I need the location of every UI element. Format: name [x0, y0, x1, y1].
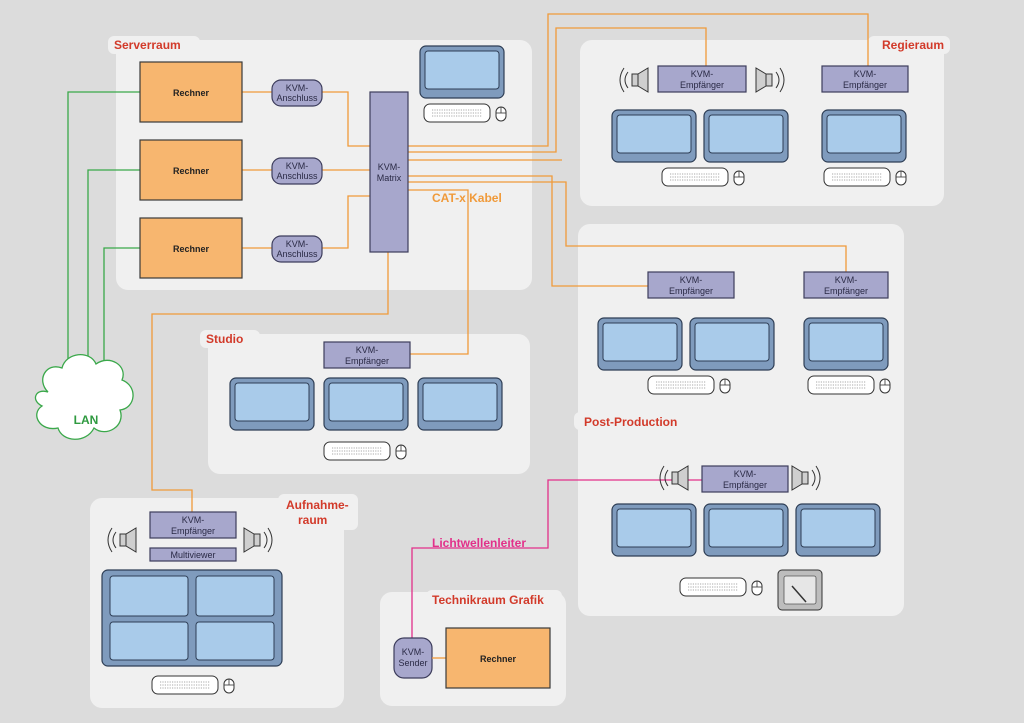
svg-text:KVM-: KVM-: [286, 161, 309, 171]
svg-text:KVM-: KVM-: [402, 647, 425, 657]
svg-text:Sender: Sender: [398, 658, 427, 668]
post-kvm-receiver-2: KVM- Empfänger: [803, 271, 889, 299]
aufnahme-kvm-receiver: KVM- Empfänger: [149, 511, 237, 539]
svg-text:Empfänger: Empfänger: [171, 526, 215, 536]
svg-text:KVM-: KVM-: [680, 275, 703, 285]
svg-text:LAN: LAN: [74, 413, 99, 427]
fiber-cable: [411, 479, 702, 638]
technikraum-title: Technikraum Grafik: [432, 593, 544, 607]
kvm-matrix: KVM- Matrix: [369, 91, 409, 253]
studio-kvm-receiver: KVM- Empfänger: [323, 341, 411, 369]
svg-text:KVM-: KVM-: [286, 83, 309, 93]
regie-monitor-1: [611, 109, 697, 163]
aufnahmeraum-title-2: raum: [298, 513, 327, 527]
svg-text:KVM-: KVM-: [691, 69, 714, 79]
post-monitor-3: [803, 317, 889, 371]
kvm-sender: KVM- Sender: [393, 637, 433, 679]
svg-text:KVM-: KVM-: [378, 162, 401, 172]
kvm-anschluss-2: KVM- Anschluss: [271, 157, 323, 185]
svg-text:KVM-: KVM-: [182, 515, 205, 525]
studio-title: Studio: [206, 332, 243, 346]
svg-text:Anschluss: Anschluss: [276, 171, 318, 181]
serverraum-title: Serverraum: [114, 38, 181, 52]
svg-text:Rechner: Rechner: [173, 166, 210, 176]
post-monitor-1: [597, 317, 683, 371]
svg-text:Anschluss: Anschluss: [276, 93, 318, 103]
studio-monitor-2: [323, 377, 409, 431]
regie-monitor-3: [821, 109, 907, 163]
svg-text:KVM-: KVM-: [854, 69, 877, 79]
pc-2: Rechner: [139, 139, 243, 201]
svg-text:KVM-: KVM-: [734, 469, 757, 479]
cat-label: CAT-x Kabel: [432, 191, 502, 205]
post-kvm-receiver-1: KVM- Empfänger: [647, 271, 735, 299]
post-monitor-2: [689, 317, 775, 371]
pc-3: Rechner: [139, 217, 243, 279]
svg-text:Rechner: Rechner: [480, 654, 517, 664]
svg-text:Empfänger: Empfänger: [680, 80, 724, 90]
regie-kvm-receiver-1: KVM- Empfänger: [657, 65, 747, 93]
regie-monitor-2: [703, 109, 789, 163]
regieraum-title: Regieraum: [882, 38, 944, 52]
post-monitor-5: [703, 503, 789, 557]
video-wall: [101, 569, 283, 667]
pc-grafik: Rechner: [445, 627, 551, 689]
svg-text:Multiviewer: Multiviewer: [170, 550, 215, 560]
lan-cloud: LAN: [34, 354, 134, 440]
svg-text:Rechner: Rechner: [173, 88, 210, 98]
pc-1: Rechner: [139, 61, 243, 123]
svg-text:Empfänger: Empfänger: [843, 80, 887, 90]
svg-text:Rechner: Rechner: [173, 244, 210, 254]
regie-kvm-receiver-2: KVM- Empfänger: [821, 65, 909, 93]
kvm-anschluss-1: KVM- Anschluss: [271, 79, 323, 107]
svg-text:Empfänger: Empfänger: [345, 356, 389, 366]
multiviewer: Multiviewer: [149, 547, 237, 562]
lan-cables: [67, 91, 140, 380]
studio-monitor-1: [229, 377, 315, 431]
studio-monitor-3: [417, 377, 503, 431]
fiber-label: Lichtwellenleiter: [432, 536, 526, 550]
kvm-anschluss-3: KVM- Anschluss: [271, 235, 323, 263]
post-kvm-receiver-3: KVM- Empfänger: [701, 465, 789, 493]
svg-text:Empfänger: Empfänger: [723, 480, 767, 490]
svg-text:Empfänger: Empfänger: [669, 286, 713, 296]
cat-cables: [151, 13, 869, 512]
aufnahmeraum-title-1: Aufnahme-: [286, 498, 349, 512]
svg-text:KVM-: KVM-: [835, 275, 858, 285]
svg-text:Matrix: Matrix: [377, 173, 402, 183]
graphics-tablet-icon: [777, 569, 823, 611]
svg-text:KVM-: KVM-: [286, 239, 309, 249]
post-monitor-6: [795, 503, 881, 557]
svg-text:Anschluss: Anschluss: [276, 249, 318, 259]
svg-text:Empfänger: Empfänger: [824, 286, 868, 296]
post-production-title: Post-Production: [584, 415, 677, 429]
svg-text:KVM-: KVM-: [356, 345, 379, 355]
post-monitor-4: [611, 503, 697, 557]
